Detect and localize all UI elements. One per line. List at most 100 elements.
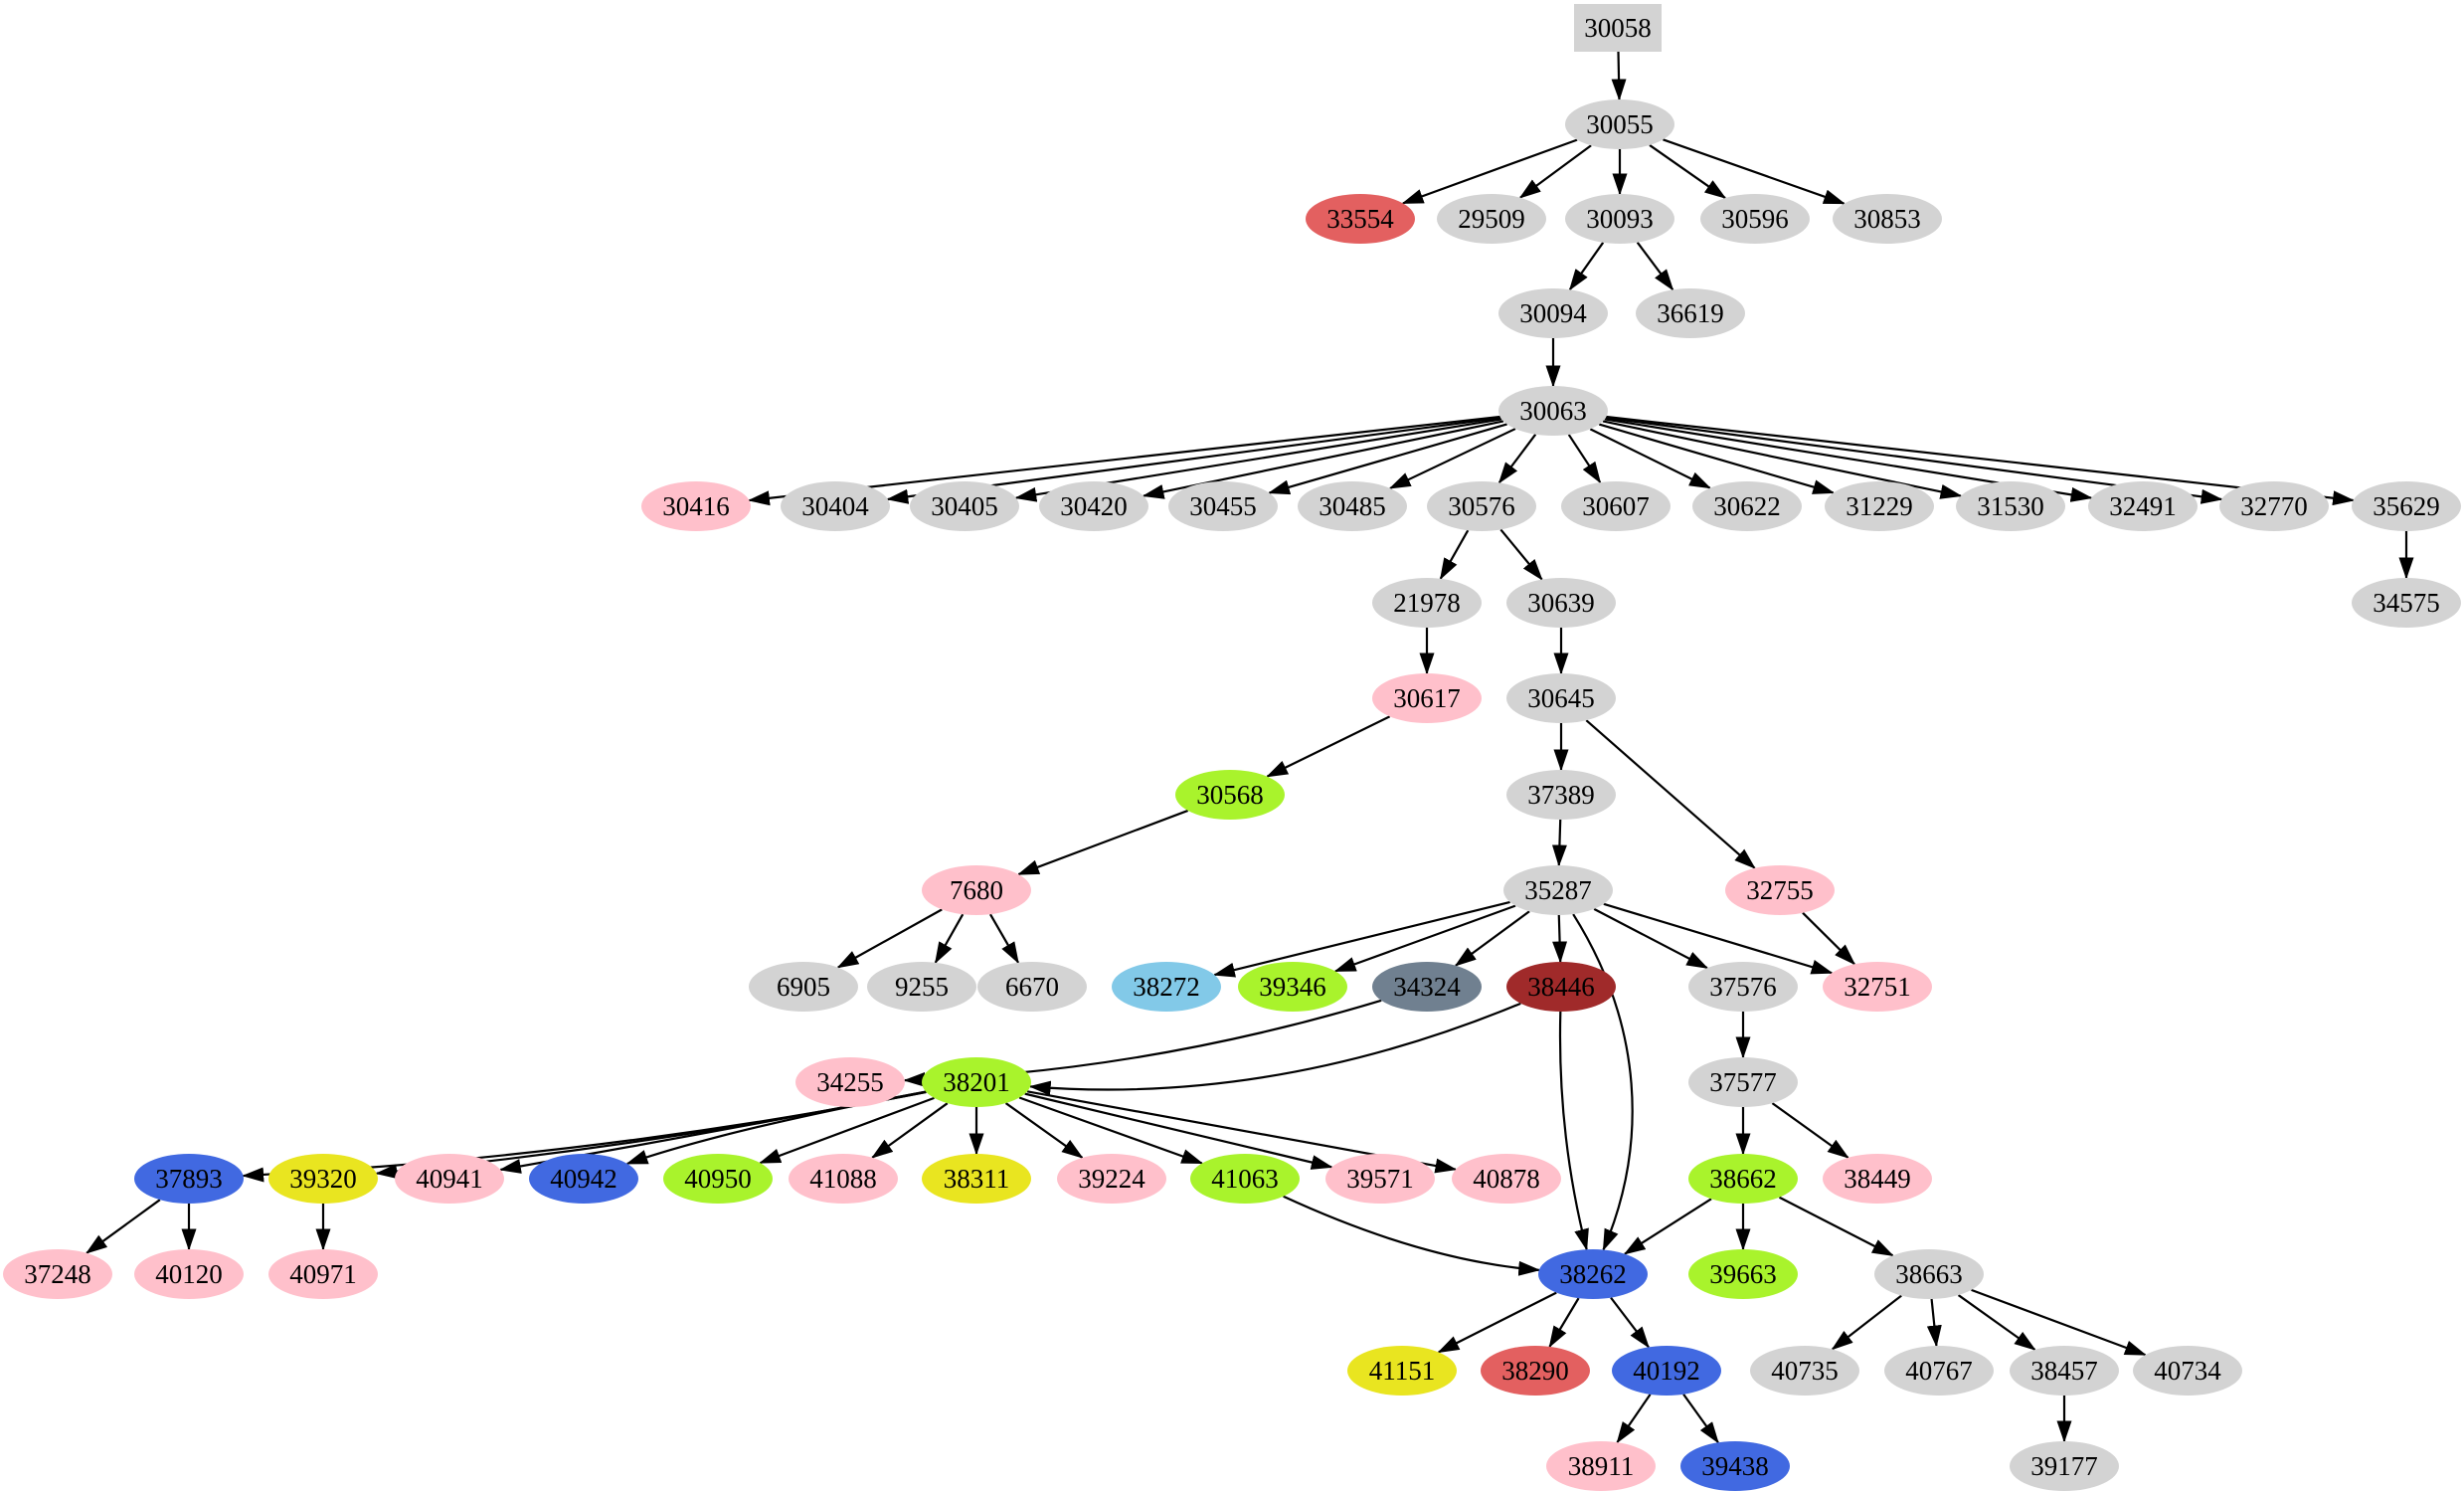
node-37576: 37576 — [1688, 962, 1798, 1012]
node-40942-ellipse — [529, 1154, 638, 1204]
node-40735-ellipse — [1750, 1346, 1859, 1396]
node-40878: 40878 — [1452, 1154, 1561, 1204]
node-9255-ellipse — [867, 962, 976, 1012]
node-38457-ellipse — [2010, 1346, 2119, 1396]
node-38290: 38290 — [1481, 1346, 1590, 1396]
node-30596: 30596 — [1700, 194, 1810, 244]
edge-30055-30853 — [1663, 138, 1846, 205]
node-30617-label: 30617 — [1393, 683, 1461, 713]
node-32770-label: 32770 — [2240, 491, 2308, 521]
node-38290-ellipse — [1481, 1346, 1590, 1396]
edge-38663-40735 — [1831, 1294, 1902, 1351]
node-37389-label: 37389 — [1527, 780, 1595, 810]
node-30853-ellipse — [1833, 194, 1942, 244]
node-30094-ellipse — [1498, 288, 1608, 338]
edge-41063-38262 — [1283, 1195, 1541, 1276]
edge-30576-30639 — [1499, 528, 1543, 581]
node-30485-label: 30485 — [1319, 491, 1386, 521]
node-30093-label: 30093 — [1586, 204, 1654, 234]
node-34255-label: 34255 — [816, 1067, 884, 1097]
node-38663-ellipse — [1874, 1249, 1984, 1299]
edge-7680-9255 — [934, 913, 965, 965]
node-30576-ellipse — [1427, 481, 1536, 531]
node-30416: 30416 — [641, 481, 751, 531]
node-31229: 31229 — [1825, 481, 1934, 531]
edge-30063-30607 — [1567, 434, 1602, 484]
node-39320-ellipse — [268, 1154, 378, 1204]
node-38311: 38311 — [922, 1154, 1031, 1204]
node-39346: 39346 — [1238, 962, 1347, 1012]
node-38201-label: 38201 — [943, 1067, 1010, 1097]
node-40767-label: 40767 — [1905, 1356, 1973, 1386]
node-30416-label: 30416 — [662, 491, 730, 521]
node-41151-ellipse — [1347, 1346, 1457, 1396]
node-38911: 38911 — [1546, 1441, 1656, 1491]
node-30405-label: 30405 — [931, 491, 998, 521]
node-30617: 30617 — [1372, 673, 1482, 723]
node-37576-ellipse — [1688, 962, 1798, 1012]
edge-30063-30416 — [747, 415, 1500, 506]
edge-35287-37576 — [1593, 907, 1709, 970]
node-39346-label: 39346 — [1259, 972, 1326, 1002]
node-40950-ellipse — [663, 1154, 773, 1204]
edge-37893-37248 — [85, 1199, 161, 1254]
node-30622-label: 30622 — [1713, 491, 1781, 521]
edge-38201-39224 — [1004, 1102, 1084, 1159]
node-38663-label: 38663 — [1895, 1259, 1963, 1289]
node-35629-label: 35629 — [2373, 491, 2440, 521]
node-34255-ellipse — [795, 1057, 905, 1107]
node-40767-ellipse — [1884, 1346, 1994, 1396]
node-30063-label: 30063 — [1519, 396, 1587, 426]
node-32491-label: 32491 — [2109, 491, 2177, 521]
node-30568-label: 30568 — [1196, 780, 1264, 810]
node-41088-ellipse — [789, 1154, 898, 1204]
node-38262-label: 38262 — [1559, 1259, 1627, 1289]
node-39320: 39320 — [268, 1154, 378, 1204]
node-32491: 32491 — [2088, 481, 2198, 531]
node-40192-ellipse — [1612, 1346, 1721, 1396]
node-32751-ellipse — [1823, 962, 1932, 1012]
node-40878-label: 40878 — [1473, 1164, 1540, 1194]
edge-30568-7680 — [1016, 809, 1189, 876]
node-41151-label: 41151 — [1369, 1356, 1436, 1386]
node-30416-ellipse — [641, 481, 751, 531]
node-30645-label: 30645 — [1527, 683, 1595, 713]
node-39438-ellipse — [1680, 1441, 1790, 1491]
node-30622-ellipse — [1692, 481, 1802, 531]
edge-35287-38262 — [1572, 913, 1634, 1251]
node-30607-label: 30607 — [1582, 491, 1650, 521]
edge-38446-38262 — [1558, 1011, 1589, 1251]
edge-38663-40767 — [1926, 1298, 1942, 1348]
node-40120: 40120 — [134, 1249, 244, 1299]
edge-40192-39438 — [1682, 1394, 1719, 1444]
node-40767: 40767 — [1884, 1346, 1994, 1396]
edge-35287-38446 — [1552, 914, 1568, 964]
node-41088-label: 41088 — [809, 1164, 877, 1194]
edge-38201-39571 — [1024, 1092, 1333, 1170]
edge-30055-30596 — [1649, 144, 1727, 199]
node-39177-ellipse — [2010, 1441, 2119, 1491]
node-7680: 7680 — [922, 865, 1031, 915]
node-38272-ellipse — [1112, 962, 1221, 1012]
node-21978: 21978 — [1372, 578, 1482, 628]
edge-30063-31229 — [1598, 423, 1836, 494]
node-39177: 39177 — [2010, 1441, 2119, 1491]
node-37389: 37389 — [1506, 770, 1616, 820]
node-38446-ellipse — [1506, 962, 1616, 1012]
edge-30063-30455 — [1267, 423, 1507, 495]
node-40734: 40734 — [2133, 1346, 2242, 1396]
node-35287-label: 35287 — [1524, 875, 1592, 905]
node-30455: 30455 — [1168, 481, 1278, 531]
node-32751: 32751 — [1823, 962, 1932, 1012]
node-30058-box — [1574, 4, 1662, 52]
node-30055-ellipse — [1565, 99, 1674, 149]
node-38311-ellipse — [922, 1154, 1031, 1204]
node-34255: 34255 — [795, 1057, 905, 1107]
node-39663-label: 39663 — [1709, 1259, 1777, 1289]
node-41088: 41088 — [789, 1154, 898, 1204]
edge-30063-30622 — [1589, 428, 1712, 489]
node-38272: 38272 — [1112, 962, 1221, 1012]
node-40192: 40192 — [1612, 1346, 1721, 1396]
edge-37389-35287 — [1551, 819, 1567, 867]
